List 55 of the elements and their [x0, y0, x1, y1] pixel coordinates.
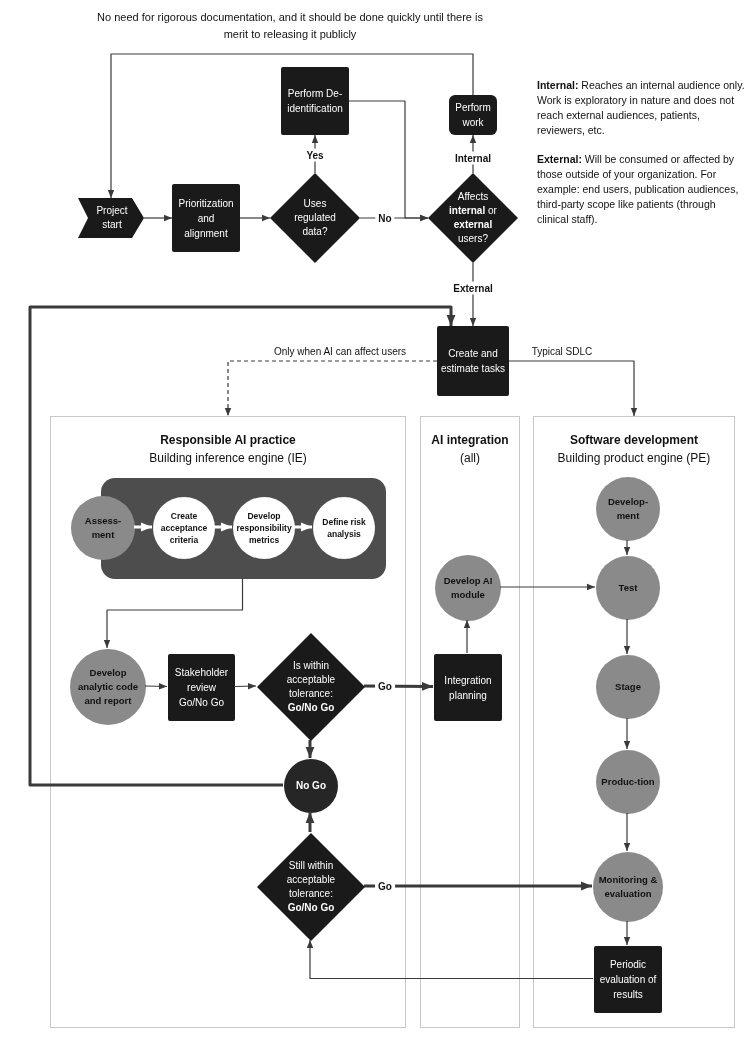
arrow — [214, 522, 232, 532]
note-text: Internal: Reaches an internal audience only. Work is exploratory in nature and does not reach external audiences, patients, reviewers, etc. — [537, 78, 746, 138]
arrow — [144, 683, 168, 690]
lane-title: Responsible AI practice — [160, 432, 296, 449]
lane-subtitle: Building product engine (PE) — [557, 450, 711, 467]
edge-label: Only when AI can affect users — [272, 344, 408, 358]
arrow — [306, 939, 594, 980]
swimlane-panel — [533, 416, 735, 1028]
decision-diamond: Is within acceptable tolerance: Go/No Go — [257, 633, 365, 741]
process-box: Perform work — [449, 95, 497, 135]
arrow — [623, 618, 631, 655]
decision-diamond: Uses regulated data? — [270, 173, 360, 263]
swimlane-panel — [420, 416, 520, 1028]
arrow — [239, 214, 271, 222]
edge-label: Typical SDLC — [530, 344, 594, 358]
edge-label: Go — [375, 879, 395, 893]
arrow — [364, 881, 592, 891]
edge-label: No — [375, 211, 395, 225]
swimlane-panel — [50, 416, 406, 1028]
arrow — [623, 539, 631, 556]
dashed-arrow — [224, 360, 438, 417]
arrow — [623, 717, 631, 750]
arrow — [305, 740, 315, 758]
process-box: Create and estimate tasks — [437, 326, 509, 396]
start-chevron: Project start — [78, 198, 144, 238]
arrow — [499, 583, 596, 591]
process-box: Periodic evaluation of results — [594, 946, 662, 1013]
arrow — [294, 522, 312, 532]
edge-label: Go — [375, 679, 395, 693]
arrow — [107, 53, 474, 199]
arrow — [623, 920, 631, 946]
arrow — [305, 812, 315, 832]
edge-label: Yes — [303, 148, 327, 162]
lane-subtitle: (all) — [460, 450, 480, 467]
arrow — [233, 683, 257, 690]
edge-label: No need for rigorous documentation, and it should be done quickly until there is merit to releasing it publicly — [96, 10, 484, 42]
process-box: Integration planning — [434, 654, 502, 721]
arrow — [143, 214, 173, 222]
process-box: Prioritization and alignment — [172, 184, 240, 252]
decision-diamond: Still within acceptable tolerance: Go/No Go — [257, 833, 365, 941]
lane-title: AI integration — [431, 432, 509, 449]
arrow — [348, 100, 429, 222]
process-box: Perform De-identification — [281, 67, 349, 135]
arrow — [103, 577, 244, 649]
process-box: Stakeholder review Go/No Go — [168, 654, 235, 721]
arrow — [508, 360, 638, 417]
arrow — [463, 619, 471, 654]
arrow — [28, 305, 456, 787]
arrow — [623, 812, 631, 852]
lane-title: Software development — [570, 432, 698, 449]
decision-diamond: Affects internal or external users? — [428, 173, 518, 263]
note-text: External: Will be consumed or affected by those outside of your organization. For example: end users, publication audiences, third-party scope like patients (through clinical staff). — [537, 152, 740, 227]
lane-subtitle: Building inference engine (IE) — [149, 450, 307, 467]
arrow — [134, 522, 152, 532]
edge-label: External — [450, 281, 496, 295]
